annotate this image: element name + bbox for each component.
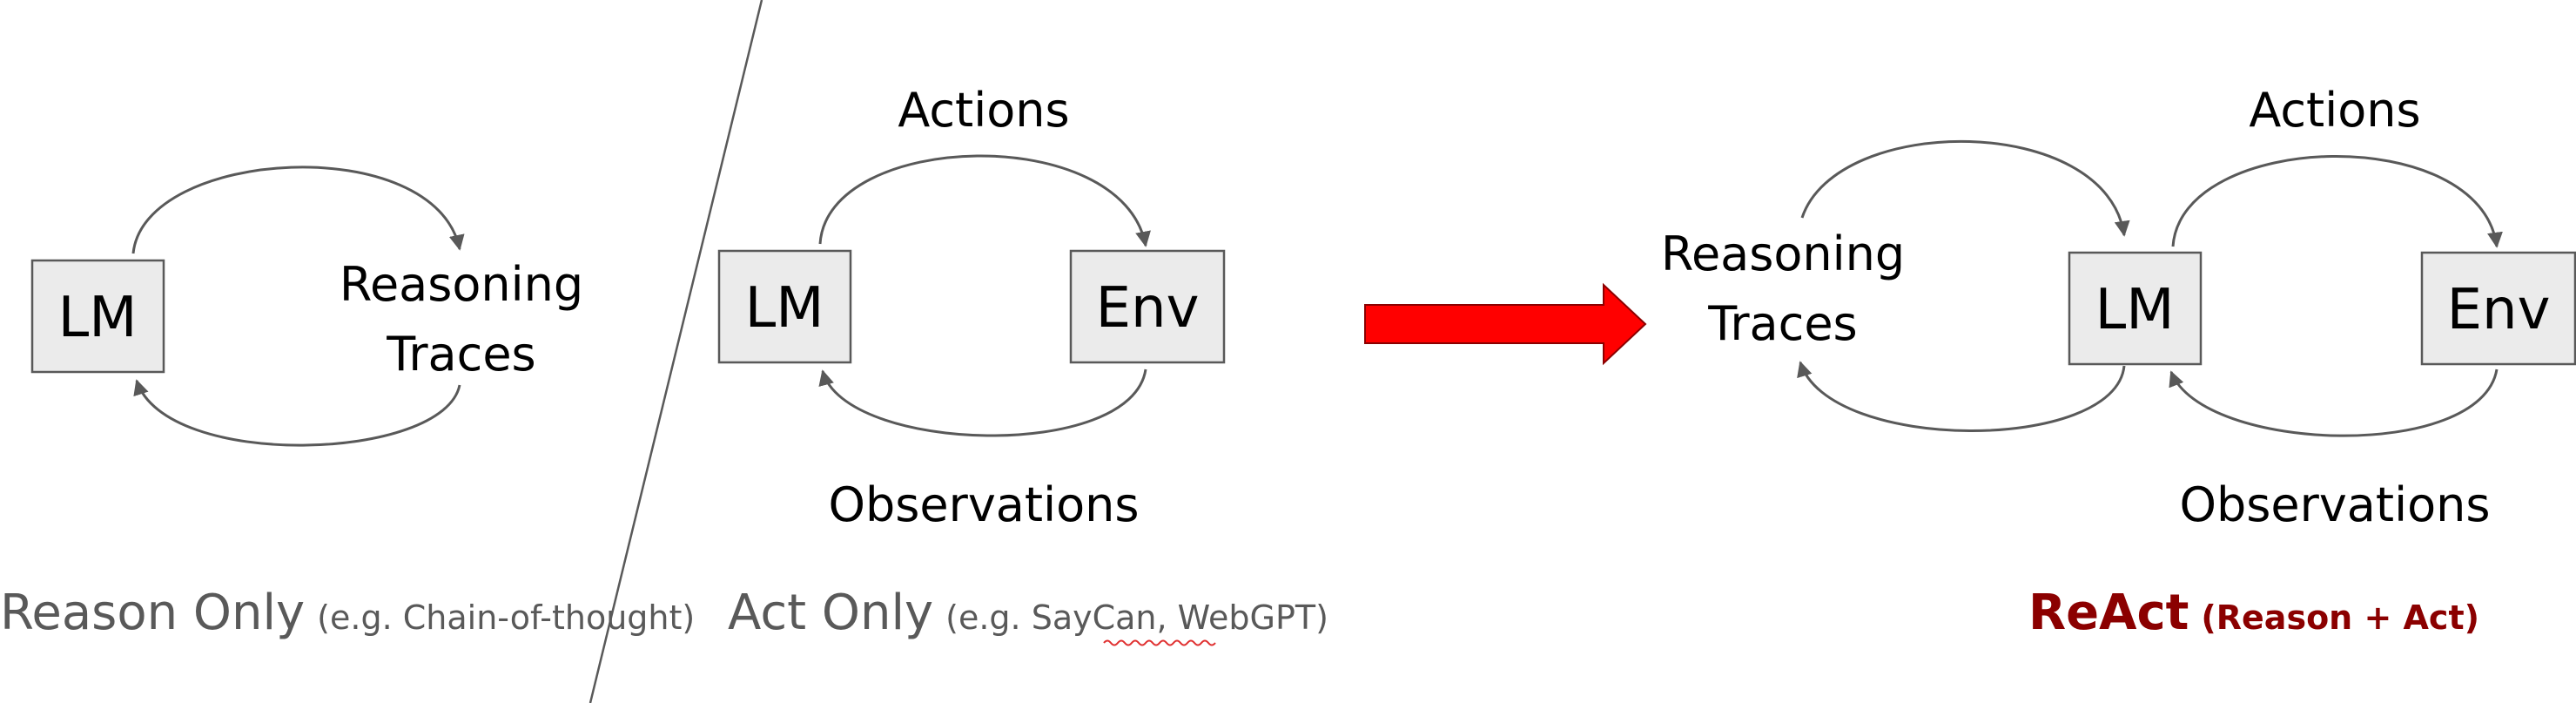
- act-only-lm-box: [717, 249, 852, 364]
- reason-only-caption: Reason Only (e.g. Chain-of-thought): [0, 585, 695, 641]
- react-caption: ReAct (Reason + Act): [2028, 585, 2479, 641]
- act-only-panel: Actions LM Env Observations Act Only (e.g…: [717, 83, 1328, 646]
- react-reasoning-to-lm-arrow: [1800, 139, 2130, 237]
- react-reasoning-label: Reasoning: [1661, 226, 1905, 281]
- act-only-lm-label: LM: [745, 276, 824, 341]
- react-caption-main: ReAct: [2028, 585, 2189, 641]
- act-only-actions-label: Actions: [898, 83, 1069, 138]
- reason-only-traces-to-lm-arrow: [133, 379, 461, 447]
- act-only-observations-label: Observations: [829, 477, 1140, 532]
- act-only-lm-to-env-arrow: [818, 154, 1151, 247]
- reason-only-caption-main: Reason Only: [0, 585, 305, 641]
- react-caption-sub: (Reason + Act): [2201, 598, 2479, 637]
- react-lm-to-env-arrow: [2171, 155, 2503, 248]
- reason-only-caption-sub: (e.g. Chain-of-thought): [317, 598, 695, 637]
- act-only-caption-sub-suffix: ): [1315, 598, 1328, 637]
- act-only-caption-sub-prefix: (e.g. SayCan,: [945, 598, 1178, 637]
- reason-only-lm-to-reasoning-arrow: [131, 166, 465, 254]
- reason-only-reasoning-label: Reasoning: [340, 257, 583, 312]
- panel-divider-line: [589, 0, 763, 703]
- reason-only-lm-box: [30, 259, 165, 374]
- react-env-label: Env: [2447, 278, 2551, 342]
- act-only-env-box: [1069, 249, 1226, 364]
- react-lm-box: [2068, 251, 2203, 366]
- react-lm-to-reasoning-arrow: [1797, 361, 2126, 432]
- big-transition-arrow: [1364, 282, 1647, 366]
- react-env-box: [2420, 251, 2576, 366]
- act-only-caption-main: Act Only: [728, 585, 933, 641]
- react-traces-label: Traces: [1707, 296, 1857, 351]
- act-only-env-label: Env: [1096, 276, 1200, 341]
- react-env-to-lm-arrow: [2169, 368, 2499, 437]
- react-actions-label: Actions: [2249, 83, 2420, 138]
- reason-only-panel: LM Reasoning Traces Reason Only (e.g. Cha…: [0, 166, 695, 641]
- react-observations-label: Observations: [2180, 477, 2491, 532]
- reason-only-traces-label: Traces: [386, 327, 535, 382]
- act-only-env-to-lm-arrow: [818, 368, 1147, 437]
- spellcheck-squiggle: [1103, 639, 1216, 646]
- react-lm-label: LM: [2095, 278, 2175, 342]
- act-only-caption-sub-webgpt: WebGPT: [1178, 598, 1316, 637]
- act-only-caption: Act Only (e.g. SayCan, WebGPT): [728, 585, 1328, 641]
- reason-only-lm-label: LM: [58, 286, 138, 350]
- react-panel: Reasoning Traces Actions LM Env Observat…: [1661, 83, 2576, 641]
